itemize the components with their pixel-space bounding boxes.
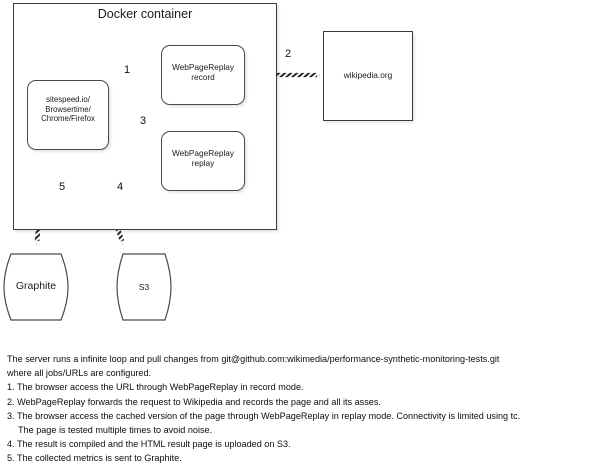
caption-intro-line-2: where all jobs/URLs are configured. xyxy=(7,368,152,379)
arrow-label-3: 3 xyxy=(139,115,147,127)
arrow-label-2: 2 xyxy=(284,48,292,60)
node-webpagereplay-record-box xyxy=(161,45,245,105)
arrow-label-4: 4 xyxy=(116,181,124,193)
caption-step-4: 4. The result is compiled and the HTML r… xyxy=(7,439,291,450)
docker-container-box xyxy=(13,3,277,230)
architecture-diagram: Docker container sitespeed.io/ Browserti… xyxy=(0,3,413,322)
arrow-label-1: 1 xyxy=(123,64,131,76)
caption-step-1: 1. The browser access the URL through We… xyxy=(7,382,304,393)
node-wikipedia-box xyxy=(323,31,413,121)
arrow-label-5: 5 xyxy=(58,181,66,193)
node-s3-shape xyxy=(114,252,174,322)
caption-block: The server runs a infinite loop and pull… xyxy=(7,352,595,466)
node-sitespeed-box xyxy=(27,80,109,150)
caption-step-3: 3. The browser access the cached version… xyxy=(7,410,521,421)
caption-step-3-continued: The page is tested multiple times to avo… xyxy=(18,425,213,436)
node-graphite-shape xyxy=(0,252,72,322)
node-webpagereplay-replay-box xyxy=(161,131,245,191)
caption-intro-line-1: The server runs a infinite loop and pull… xyxy=(7,354,500,364)
caption-step-2: 2. WebPageReplay forwards the request to… xyxy=(7,396,381,407)
caption-step-5: 5. The collected metrics is sent to Grap… xyxy=(7,453,182,464)
